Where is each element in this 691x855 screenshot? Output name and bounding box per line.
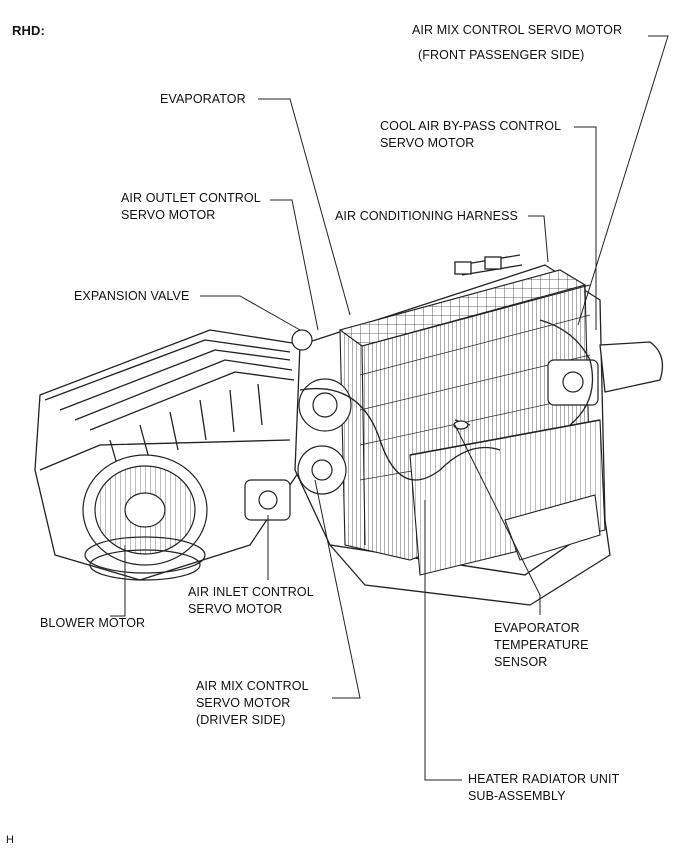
label-line: SERVO MOTOR [380, 136, 475, 150]
label-line: EVAPORATOR [494, 621, 580, 635]
label-line: AIR MIX CONTROL [196, 679, 309, 693]
label-line: SENSOR [494, 655, 548, 669]
label-evaporator-temperature-sensor: EVAPORATOR TEMPERATURE SENSOR [494, 620, 589, 671]
label-line: BLOWER MOTOR [40, 616, 146, 630]
blower-assembly [82, 454, 208, 581]
label-line: AIR OUTLET CONTROL [121, 191, 261, 205]
label-line: SERVO MOTOR [188, 602, 283, 616]
label-line: TEMPERATURE [494, 638, 589, 652]
label-line: HEATER RADIATOR UNIT [468, 772, 620, 786]
label-line: EVAPORATOR [160, 92, 246, 106]
label-line: EXPANSION VALVE [74, 289, 190, 303]
piping-harness [299, 254, 594, 481]
label-line: AIR CONDITIONING HARNESS [335, 209, 518, 223]
label-ac-harness: AIR CONDITIONING HARNESS [335, 208, 518, 225]
label-line: AIR INLET CONTROL [188, 585, 314, 599]
label-evaporator: EVAPORATOR [160, 91, 246, 108]
heater-core [409, 419, 606, 576]
label-expansion-valve: EXPANSION VALVE [74, 288, 189, 305]
label-line: SERVO MOTOR [121, 208, 216, 222]
leader-lines [110, 35, 669, 781]
label-line: SUB-ASSEMBLY [468, 789, 566, 803]
label-air-mix-servo-passenger: AIR MIX CONTROL SERVO MOTOR (FRONT PASSE… [412, 22, 622, 64]
label-line: (DRIVER SIDE) [196, 713, 286, 727]
label-line: (FRONT PASSENGER SIDE) [418, 48, 585, 62]
label-heater-radiator-unit: HEATER RADIATOR UNIT SUB-ASSEMBLY [468, 771, 619, 805]
label-air-mix-servo-driver: AIR MIX CONTROL SERVO MOTOR (DRIVER SIDE… [196, 678, 309, 729]
label-line: COOL AIR BY-PASS CONTROL [380, 119, 562, 133]
label-cool-air-bypass-servo: COOL AIR BY-PASS CONTROL SERVO MOTOR [380, 118, 561, 152]
label-line: AIR MIX CONTROL SERVO MOTOR [412, 23, 623, 37]
rhd-tag: RHD: [12, 23, 45, 38]
label-line: SERVO MOTOR [196, 696, 291, 710]
label-air-inlet-servo: AIR INLET CONTROL SERVO MOTOR [188, 584, 314, 618]
figure-code: H [6, 834, 15, 846]
label-air-outlet-servo: AIR OUTLET CONTROL SERVO MOTOR [121, 190, 261, 224]
label-blower-motor: BLOWER MOTOR [40, 615, 145, 632]
